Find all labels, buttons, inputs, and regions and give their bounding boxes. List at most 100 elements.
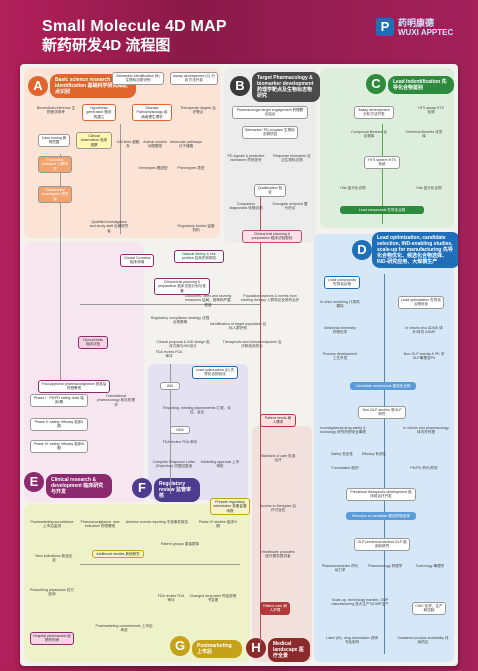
- node-candidate-compounds: Candidate compounds 候选化合物: [350, 382, 416, 391]
- node-prescribing-physicians: Prescribing physicians 处方医师: [30, 588, 74, 597]
- node-researcher: Researcher/ investigator 研究者: [38, 186, 72, 204]
- node-animal-models: Animal models 动物模型: [143, 140, 167, 149]
- section-b-badge: B: [230, 76, 250, 96]
- node-postmarketing-surv: Postmarketing surveillance 上市后监测: [30, 520, 74, 529]
- node-lead-opt-d-ref: Lead optimization (D) 先导化合物优化: [192, 366, 238, 379]
- node-fda-review-g: FDA review FDA 审评: [157, 594, 185, 603]
- node-phase-1: Phase I : PK/PD safety dose 临床I期: [30, 394, 88, 407]
- node-healthcare-providers: Healthcare providers 医疗服务提供者: [261, 550, 295, 559]
- node-lead-compounds-c: Lead compounds 先导化合物: [340, 206, 424, 215]
- node-hypothesis: Hypothesis generation 假说的建立: [82, 104, 116, 122]
- logo-mark-icon: P: [376, 18, 394, 36]
- node-preclinical-dev: Preclinical therapeutic development 临床前治…: [346, 488, 416, 501]
- section-e-badge: E: [24, 472, 44, 492]
- node-drug-safety: Investigational drug safety & toxicology…: [320, 426, 366, 435]
- node-pharm-target-eng: Pharmacologic target engagement 药理靶点结合: [232, 106, 308, 119]
- node-pharmacology: Pharmacology 药理学: [367, 564, 403, 568]
- node-pd-signals: PD signals & predictive biomarker 药效信号: [227, 154, 265, 163]
- node-compound-libs: Compound libraries 化合物库: [351, 130, 387, 139]
- node-fda-review-2: FDA review FDA 审评: [162, 440, 198, 444]
- node-chemical-libs: Chemical libraries 化学库: [405, 130, 443, 139]
- connector: [384, 274, 385, 654]
- node-complete-response: Complete Response Letter (Rejection) 完整回…: [152, 460, 196, 469]
- node-biomarker-pd: Biomarker/ PD program 生物标志物项目: [242, 126, 298, 139]
- connector: [120, 124, 121, 234]
- node-efficacy: Efficacy 有效性: [361, 452, 387, 456]
- node-adverse-events: Adverse events reporting 不良事件报告: [125, 520, 189, 524]
- node-formulation: Formulation 制剂: [331, 466, 359, 470]
- node-cmc: CMC 化学、生产和控制: [412, 602, 446, 615]
- node-population-research: Population research 人群研究: [38, 156, 72, 174]
- region-c: [320, 68, 454, 228]
- node-new-indications: New indications 新适应症: [35, 554, 73, 563]
- connector: [80, 304, 260, 305]
- node-therapeutic-targets: Therapeutic targets 治疗靶点: [180, 106, 216, 115]
- section-g-badge: G: [170, 636, 190, 656]
- section-h-label: Medical landscape 医疗全景: [268, 638, 310, 662]
- node-access-therapies: Access to therapies 治疗可及性: [260, 504, 296, 513]
- node-reg-compliance: Regulatory compliance strategy 法规合规策略: [150, 316, 210, 325]
- node-therapeutic-endpoints: Therapeutic and clinical endpoints 治疗和临床…: [222, 340, 282, 349]
- node-cell-lines: Cell lines 细胞系: [116, 140, 140, 149]
- node-prepare-submission: Prepare regulatory submission 准备监管申报: [210, 498, 250, 516]
- node-translational: Translational pharmacology 转化药理学: [97, 394, 135, 407]
- node-biomarker-id: Biomarker identification (B) 生物标志物识别: [112, 72, 164, 85]
- node-mol-pathways: Molecular pathways 分子通路: [170, 140, 202, 149]
- node-qualified-inv: Qualified investigators and study staff …: [89, 220, 129, 233]
- node-natural-history: Natural history & risk profiles 自然史和风险: [174, 250, 224, 263]
- node-adme: In vitro/in vivo ADME 体外/体内 ADME: [405, 326, 443, 335]
- region-h: [252, 426, 312, 662]
- node-in-silico: In silico modeling 计算机模拟: [320, 300, 360, 309]
- node-clin-trial-prep: Clinical trial planning & preparation 临床…: [154, 278, 210, 296]
- node-surrogate-endpoint: Surrogate endpoint 替代终点: [272, 202, 308, 211]
- page-title: Small Molecule 4D MAP: [42, 18, 227, 35]
- node-genotypes: Genotypes 基因型: [138, 166, 168, 170]
- node-hts-system: HTS system HTS 系统: [364, 156, 400, 169]
- node-toxicology: Toxicology 毒理学: [415, 564, 445, 568]
- connector: [60, 154, 61, 384]
- node-med-chem: Medicinal chemistry 药物化学: [324, 326, 356, 335]
- node-lead-optimization: Lead optimization 先导化合物优化: [398, 296, 444, 309]
- node-population-aspects: Population aspects & events from existin…: [240, 294, 300, 303]
- node-qualification: Qualification 验证: [254, 184, 286, 197]
- node-additional-studies: Additional studies 其他研究: [92, 550, 144, 559]
- section-d-badge: D: [352, 240, 372, 260]
- section-h-badge: H: [246, 638, 266, 658]
- region-e: [24, 242, 144, 502]
- node-clin-trial-plan: Clinical trial planning & preparation 临床…: [242, 230, 302, 243]
- node-hospital-pharmacists: Hospital pharmacists 医院药剂师: [30, 632, 74, 645]
- node-patient-care: Patient care 病人护理: [260, 602, 290, 615]
- node-pharmacokinetics: Pharmacokinetics 药代动力学: [321, 564, 359, 573]
- node-phenotypes: Phenotypes 表型: [177, 166, 205, 170]
- section-c-badge: C: [366, 74, 386, 94]
- node-marketing-approval: Marketing approval 上市审批: [200, 460, 240, 469]
- node-scale-up: Scale-up, technology transfer, GMP manuf…: [331, 598, 389, 607]
- node-phase-4: Phase IV studies 临床IV期: [198, 520, 238, 529]
- section-f-label: Regulatory review 监管审核: [154, 478, 200, 502]
- node-process-dev: Process development 工艺开发: [322, 352, 358, 361]
- logo-en-text: WUXI APPTEC: [398, 28, 454, 37]
- node-changed-label: Changed drug label 药品说明书变更: [189, 594, 237, 603]
- node-biomedical-ref: Biomedical reference 生物医学参考: [36, 106, 76, 115]
- node-non-glp-studies: Non-GLP studies 非GLP研究: [358, 406, 406, 419]
- node-phase-2: Phase II: safety, efficacy 临床II期: [30, 418, 88, 431]
- section-f-badge: F: [132, 478, 152, 498]
- node-non-glp-tox: Non-GLP toxicity & PK 非GLP毒理及PK: [403, 352, 445, 361]
- node-clinical-domains: Clinical Domains 临床领域: [120, 254, 154, 267]
- node-pm-commitments: Postmarketing commitments 上市后承诺: [95, 624, 153, 633]
- node-hts-assay: HTS assay HTS 检测: [418, 106, 444, 115]
- node-outcomes: Outcomes, rates and severity measures 结局…: [184, 294, 232, 307]
- page-subtitle: 新药研发4D 流程图: [42, 37, 171, 54]
- node-post-approval: Post-approval pharmacovigilance 批准后药物警戒: [38, 380, 110, 393]
- node-disease-patho: Disease Pathophysiology 疾病病理生理学: [132, 104, 172, 122]
- node-safety: Safety 安全性: [331, 452, 353, 456]
- node-hits-b: Hits 苗头化合物: [416, 186, 442, 190]
- section-e-label: Clinical research & development 临床研究与开发: [46, 474, 112, 498]
- node-hits: Hits 苗头化合物: [340, 186, 366, 190]
- node-target-pop: Identification of target population 目标人群…: [209, 322, 267, 331]
- node-nda: NDA: [170, 426, 190, 435]
- node-selection-candidate: Selection of candidate 候选药物选择: [346, 512, 416, 521]
- node-assay-dev: Assay development 分析方法开发: [354, 106, 394, 119]
- node-ind: IND: [160, 382, 180, 391]
- node-response-biomarker: Response biomarker 反应生物标志物: [273, 154, 311, 163]
